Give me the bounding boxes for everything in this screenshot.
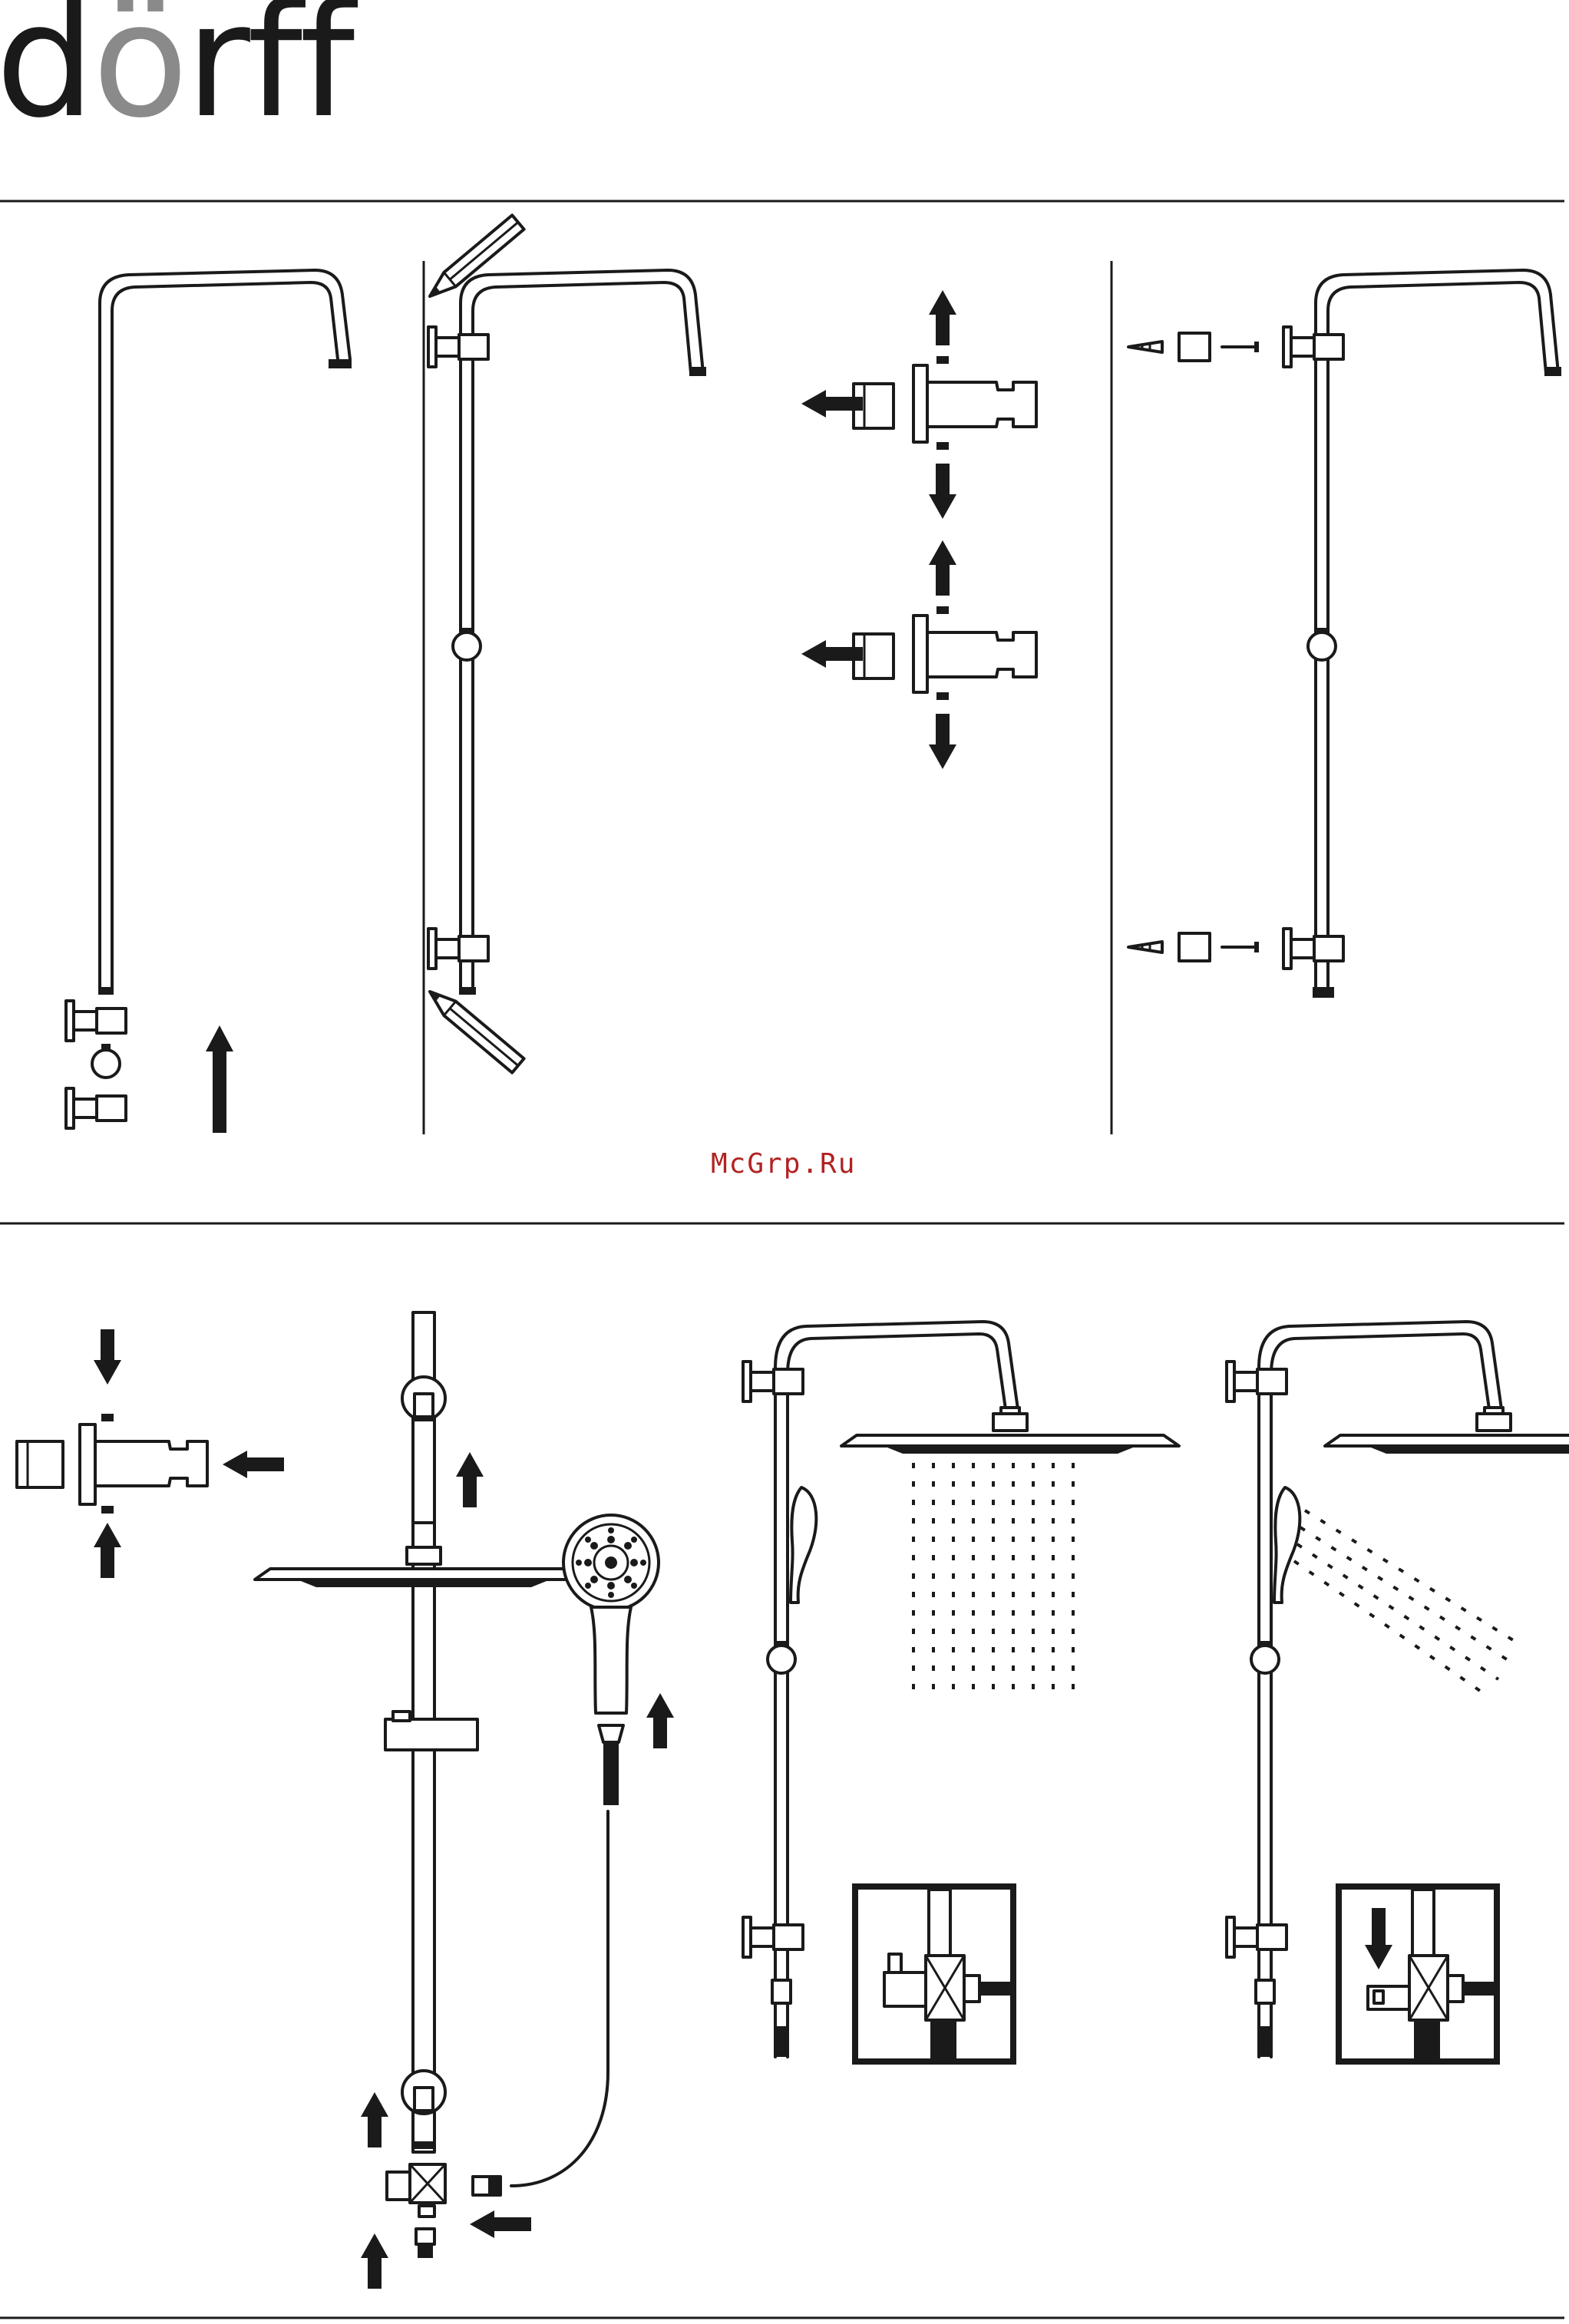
arrow-up-icon <box>929 540 956 596</box>
up-arrow-icon <box>206 1025 233 1133</box>
hand-shower-icon <box>563 1515 659 1805</box>
arrow-left-icon <box>223 1451 284 1478</box>
arrow-up-icon <box>456 1452 484 1507</box>
diverter-detail-hand <box>1339 1887 1497 2062</box>
arrow-down-icon <box>929 464 956 519</box>
logo-letters-rff: rff <box>186 0 358 153</box>
step-6-full-assembly <box>255 1312 674 2289</box>
rain-water-pattern <box>913 1463 1073 1701</box>
step-4-wall-mount-illustration <box>1128 270 1561 998</box>
arrow-left-icon <box>470 2210 531 2238</box>
brand-logo: dörff <box>0 0 358 153</box>
arrow-up-icon <box>646 1693 674 1748</box>
arrow-down-icon <box>929 714 956 769</box>
step-3-bracket-disassembly <box>801 290 1036 769</box>
arrow-down-icon <box>94 1329 121 1385</box>
wall-plug-screw-icon <box>1128 333 1259 361</box>
slider-ring-icon <box>92 1044 120 1078</box>
arrow-up-icon <box>929 290 956 345</box>
hand-spray-pattern <box>1294 1510 1517 1696</box>
arrow-up-icon <box>361 2233 388 2289</box>
pencil-icon-bottom <box>424 985 524 1073</box>
step-5-bracket-assembly <box>17 1329 284 1578</box>
watermark-text: McGrp.Ru <box>711 1148 856 1180</box>
arrow-up-icon <box>94 1523 121 1578</box>
diverter-detail-rain <box>855 1887 1013 2062</box>
diverter-valve <box>387 2164 500 2258</box>
pencil-icon-top <box>424 215 524 303</box>
step-8-hand-shower-mode <box>1227 1322 1569 2062</box>
step-7-rain-mode <box>743 1322 1179 2062</box>
arrow-up-icon <box>361 2092 388 2147</box>
step-1-parts-illustration <box>66 270 352 1133</box>
logo-letter-d: d <box>0 0 92 153</box>
logo-letter-o: ö <box>92 0 185 153</box>
wall-plug-screw-icon <box>1128 933 1259 961</box>
step-2-mark-wall-illustration <box>424 215 706 1072</box>
